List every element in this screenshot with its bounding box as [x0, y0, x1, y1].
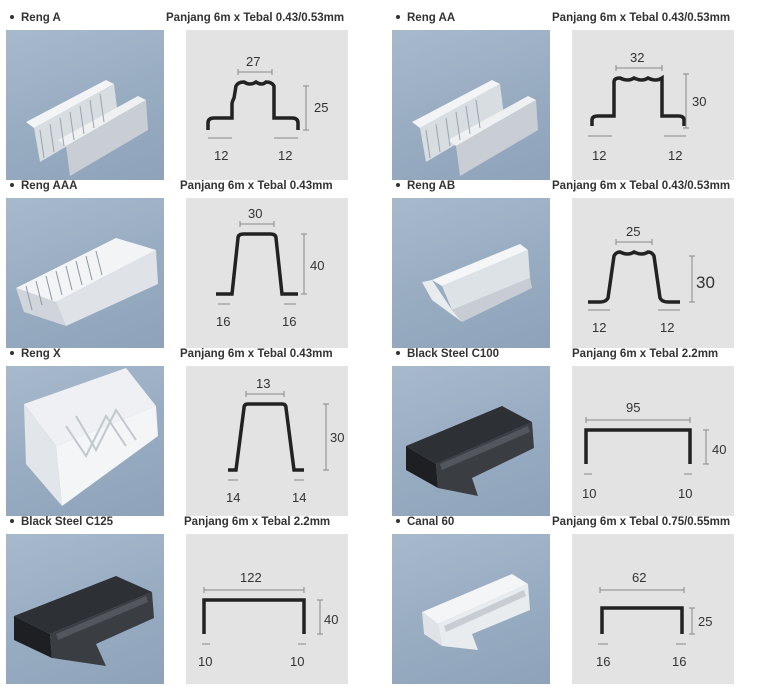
dim-flange-left: 14 — [226, 490, 240, 505]
dim-top-width: 62 — [632, 570, 646, 585]
product-card: Canal 60 Panjang 6m x Tebal 0.75/0.55mm … — [392, 516, 740, 686]
dim-height: 25 — [698, 614, 712, 629]
product-name: Reng A — [10, 12, 61, 24]
dim-height: 30 — [330, 430, 344, 445]
profile-drawing: 30 40 16 16 — [186, 198, 348, 348]
profile-drawing: 122 40 10 10 — [186, 534, 348, 684]
product-spec: Panjang 6m x Tebal 2.2mm — [184, 516, 331, 528]
dim-top-width: 25 — [626, 224, 640, 239]
dim-height: 40 — [324, 612, 338, 627]
dim-height: 30 — [696, 273, 715, 292]
product-spec: Panjang 6m x Tebal 0.43mm — [180, 348, 333, 360]
profile-drawing: 62 25 16 16 — [572, 534, 734, 684]
product-spec: Panjang 6m x Tebal 0.43/0.53mm — [552, 12, 731, 24]
dim-flange-right: 12 — [278, 148, 292, 163]
dim-flange-right: 16 — [672, 654, 686, 669]
dim-top-width: 32 — [630, 50, 644, 65]
dim-height: 40 — [310, 258, 324, 273]
product-name: Black Steel C125 — [10, 516, 113, 528]
product-photo — [392, 534, 550, 684]
dim-flange-right: 14 — [292, 490, 306, 505]
dim-height: 30 — [692, 94, 706, 109]
bullet-icon — [10, 14, 14, 19]
dim-flange-right: 10 — [290, 654, 304, 669]
product-photo — [392, 366, 550, 516]
dim-flange-right: 12 — [660, 320, 674, 335]
bullet-icon — [396, 182, 400, 187]
bullet-icon — [10, 518, 14, 523]
product-photo — [392, 198, 550, 348]
product-name: Black Steel C100 — [396, 348, 499, 360]
product-card: Black Steel C100 Panjang 6m x Tebal 2.2m… — [392, 348, 740, 518]
bullet-icon — [10, 182, 14, 187]
profile-drawing: 27 25 12 12 — [186, 30, 348, 180]
dim-top-width: 122 — [240, 570, 262, 585]
product-name: Reng X — [10, 348, 61, 360]
product-spec: Panjang 6m x Tebal 0.75/0.55mm — [552, 516, 731, 528]
bullet-icon — [396, 350, 400, 355]
bullet-icon — [10, 350, 14, 355]
product-card: Reng A Panjang 6m x Tebal 0.43/0.53mm 27 — [6, 12, 354, 182]
product-photo — [6, 366, 164, 516]
product-name: Canal 60 — [396, 516, 454, 528]
dim-flange-left: 12 — [592, 320, 606, 335]
dim-height: 40 — [712, 442, 726, 457]
dim-flange-left: 10 — [582, 486, 596, 501]
bullet-icon — [396, 518, 400, 523]
product-card: Reng AAA Panjang 6m x Tebal 0.43mm 30 40 — [6, 180, 354, 350]
profile-drawing: 95 40 10 10 — [572, 366, 734, 516]
dim-top-width: 95 — [626, 400, 640, 415]
dim-flange-right: 12 — [668, 148, 682, 163]
dim-flange-right: 10 — [678, 486, 692, 501]
product-spec: Panjang 6m x Tebal 2.2mm — [572, 348, 719, 360]
product-card: Reng X Panjang 6m x Tebal 0.43mm 13 30 1… — [6, 348, 354, 518]
dim-flange-left: 12 — [592, 148, 606, 163]
dim-flange-left: 10 — [198, 654, 212, 669]
dim-flange-left: 16 — [596, 654, 610, 669]
profile-drawing: 32 30 12 12 — [572, 30, 734, 180]
bullet-icon — [396, 14, 400, 19]
product-spec: Panjang 6m x Tebal 0.43/0.53mm — [166, 12, 345, 24]
product-name: Reng AA — [396, 12, 455, 24]
dim-height: 25 — [314, 100, 328, 115]
dim-top-width: 13 — [256, 376, 270, 391]
profile-drawing: 25 30 12 12 — [572, 198, 734, 348]
product-spec: Panjang 6m x Tebal 0.43/0.53mm — [552, 180, 731, 192]
dim-top-width: 27 — [246, 54, 260, 69]
dim-flange-left: 12 — [214, 148, 228, 163]
dim-flange-right: 16 — [282, 314, 296, 329]
profile-drawing: 13 30 14 14 — [186, 366, 348, 516]
product-photo — [6, 198, 164, 348]
product-photo — [6, 534, 164, 684]
product-name: Reng AB — [396, 180, 455, 192]
product-photo — [392, 30, 550, 180]
product-card: Reng AB Panjang 6m x Tebal 0.43/0.53mm 2… — [392, 180, 740, 350]
product-card: Reng AA Panjang 6m x Tebal 0.43/0.53mm 3… — [392, 12, 740, 182]
product-spec: Panjang 6m x Tebal 0.43mm — [180, 180, 333, 192]
dim-flange-left: 16 — [216, 314, 230, 329]
product-name: Reng AAA — [10, 180, 77, 192]
dim-top-width: 30 — [248, 206, 262, 221]
product-photo — [6, 30, 164, 180]
product-card: Black Steel C125 Panjang 6m x Tebal 2.2m… — [6, 516, 354, 686]
